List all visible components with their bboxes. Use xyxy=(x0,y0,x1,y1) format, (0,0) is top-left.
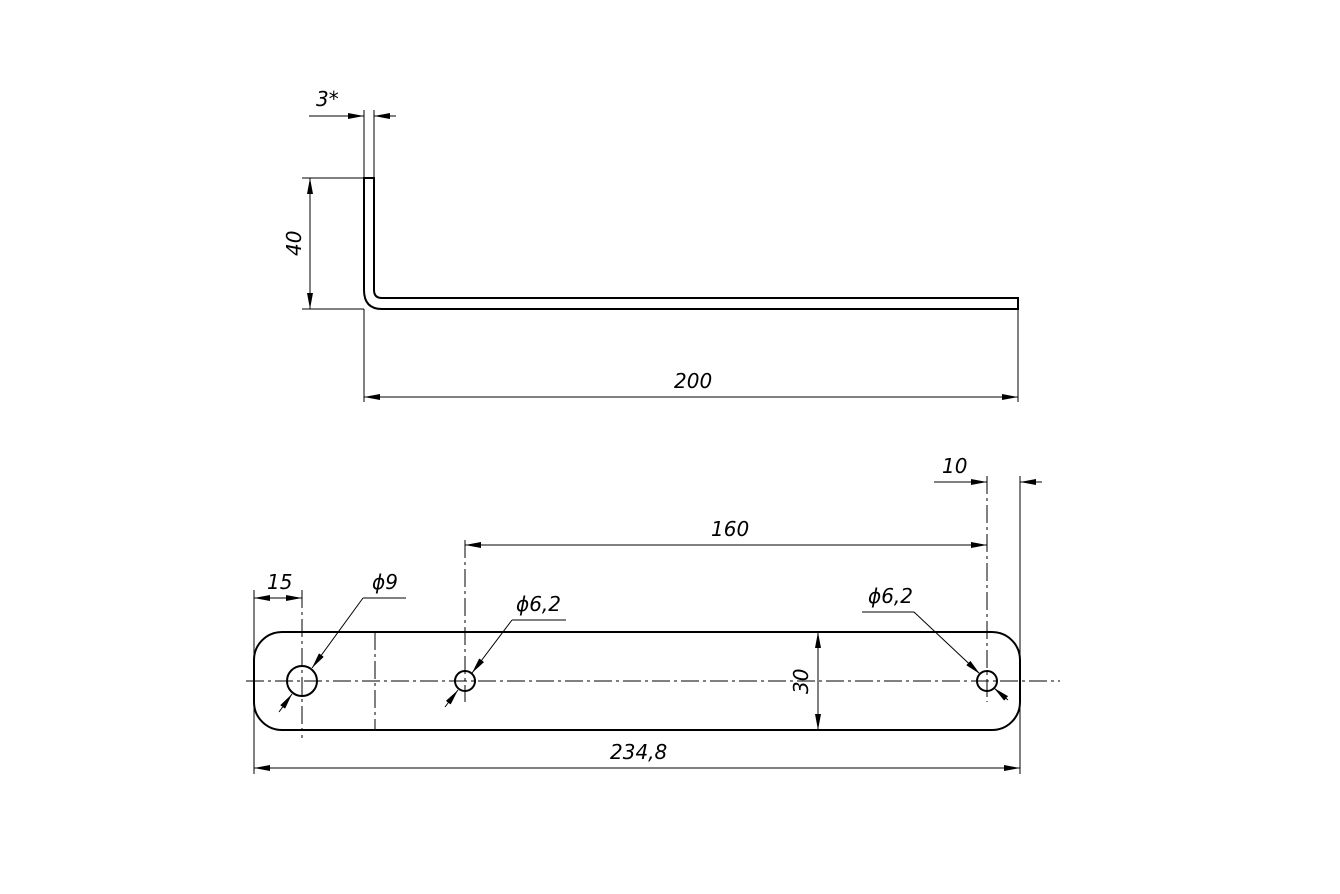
offset-left-label: 15 xyxy=(267,570,292,594)
hole-large-label: ϕ9 xyxy=(372,570,398,594)
hole-mid-leader xyxy=(471,619,513,674)
thickness-label: 3* xyxy=(316,87,339,111)
hole-right-leader-back xyxy=(993,687,1009,701)
height-label: 40 xyxy=(282,231,306,256)
bracket-profile xyxy=(363,177,1019,310)
hole-spacing-label: 160 xyxy=(711,517,749,541)
width-label: 30 xyxy=(789,669,813,694)
length-label: 200 xyxy=(674,369,712,393)
hole-mid-leader-back xyxy=(444,689,459,708)
side-view: 3* 40 200 xyxy=(282,87,1019,402)
hole-large-leader xyxy=(311,597,364,669)
hole-right-leader xyxy=(913,611,981,675)
total-length-label: 234,8 xyxy=(610,740,667,764)
flat-view: 15 10 160 ϕ9 ϕ6,2 ϕ6,2 30 234,8 xyxy=(246,454,1060,774)
hole-large-leader-back xyxy=(278,693,293,713)
hole-right-label: ϕ6,2 xyxy=(868,584,913,608)
offset-right-label: 10 xyxy=(942,454,967,478)
hole-mid-label: ϕ6,2 xyxy=(516,592,561,616)
